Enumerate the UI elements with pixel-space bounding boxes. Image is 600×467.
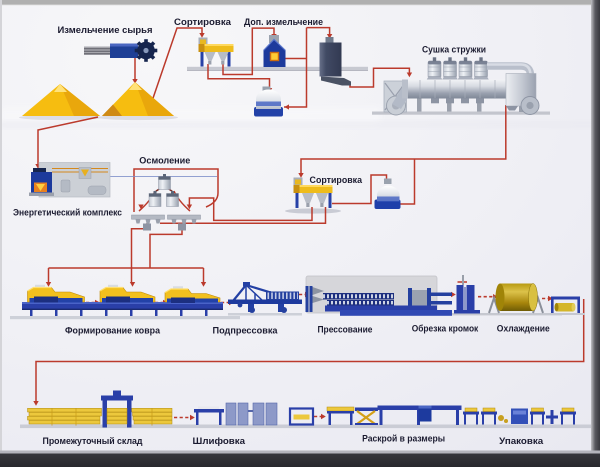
svg-text:Промежуточный склад: Промежуточный склад bbox=[43, 436, 143, 446]
svg-text:Измельчение сырья: Измельчение сырья bbox=[58, 25, 153, 35]
svg-text:Осмоление: Осмоление bbox=[139, 156, 190, 166]
svg-text:Формирование ковра: Формирование ковра bbox=[65, 326, 161, 336]
svg-text:Сортировка: Сортировка bbox=[310, 175, 363, 185]
svg-text:Сушка стружки: Сушка стружки bbox=[422, 45, 486, 55]
svg-text:Подпрессовка: Подпрессовка bbox=[213, 326, 279, 336]
svg-text:Доп. измельчение: Доп. измельчение bbox=[244, 17, 323, 27]
svg-text:Охлаждение: Охлаждение bbox=[497, 324, 550, 334]
svg-text:Шлифовка: Шлифовка bbox=[193, 436, 246, 446]
svg-text:Обрезка кромок: Обрезка кромок bbox=[412, 324, 479, 334]
svg-text:Раскрой в размеры: Раскрой в размеры bbox=[362, 433, 445, 443]
svg-text:Энергетический комплекс: Энергетический комплекс bbox=[13, 208, 122, 218]
svg-text:Упаковка: Упаковка bbox=[499, 436, 544, 446]
svg-text:Прессование: Прессование bbox=[318, 325, 373, 335]
svg-text:Сортировка: Сортировка bbox=[174, 17, 232, 27]
